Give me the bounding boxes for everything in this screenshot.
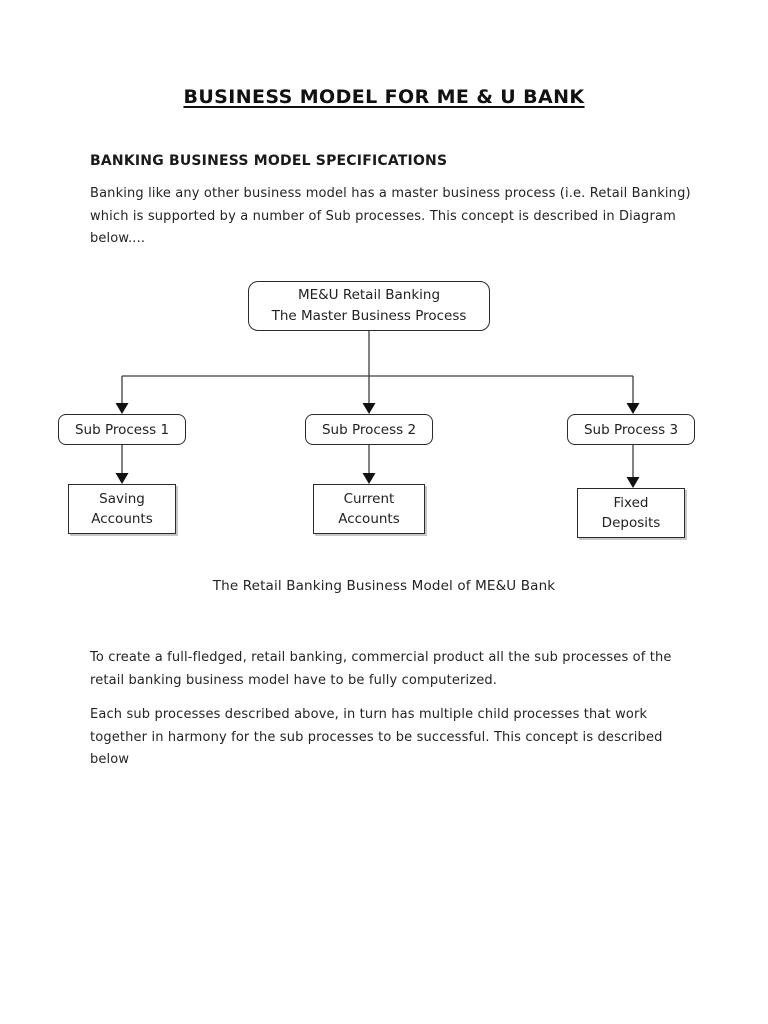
saving-accounts-box: Saving Accounts: [68, 484, 176, 534]
sub-process-1-box: Sub Process 1: [58, 414, 186, 445]
arrow-down-icon: [626, 403, 640, 414]
arrow-down-icon: [115, 473, 129, 484]
fixed-deposits-box: Fixed Deposits: [577, 488, 685, 538]
current-accounts-box: Current Accounts: [313, 484, 425, 534]
section-heading: BANKING BUSINESS MODEL SPECIFICATIONS: [90, 153, 448, 169]
arrow-down-icon: [362, 473, 376, 484]
master-process-box: ME&U Retail Banking The Master Business …: [248, 281, 490, 331]
sub-process-3-box: Sub Process 3: [567, 414, 695, 445]
arrow-down-icon: [626, 477, 640, 488]
page-title: BUSINESS MODEL FOR ME & U BANK: [183, 86, 585, 108]
arrow-down-icon: [362, 403, 376, 414]
paragraph-child-processes: Each sub processes described above, in t…: [90, 707, 663, 767]
paragraph-intro: Banking like any other business model ha…: [90, 186, 691, 246]
sub-process-2-box: Sub Process 2: [305, 414, 433, 445]
paragraph-computerized: To create a full-fledged, retail banking…: [90, 650, 672, 688]
diagram-caption: The Retail Banking Business Model of ME&…: [212, 578, 556, 594]
arrow-down-icon: [115, 403, 129, 414]
